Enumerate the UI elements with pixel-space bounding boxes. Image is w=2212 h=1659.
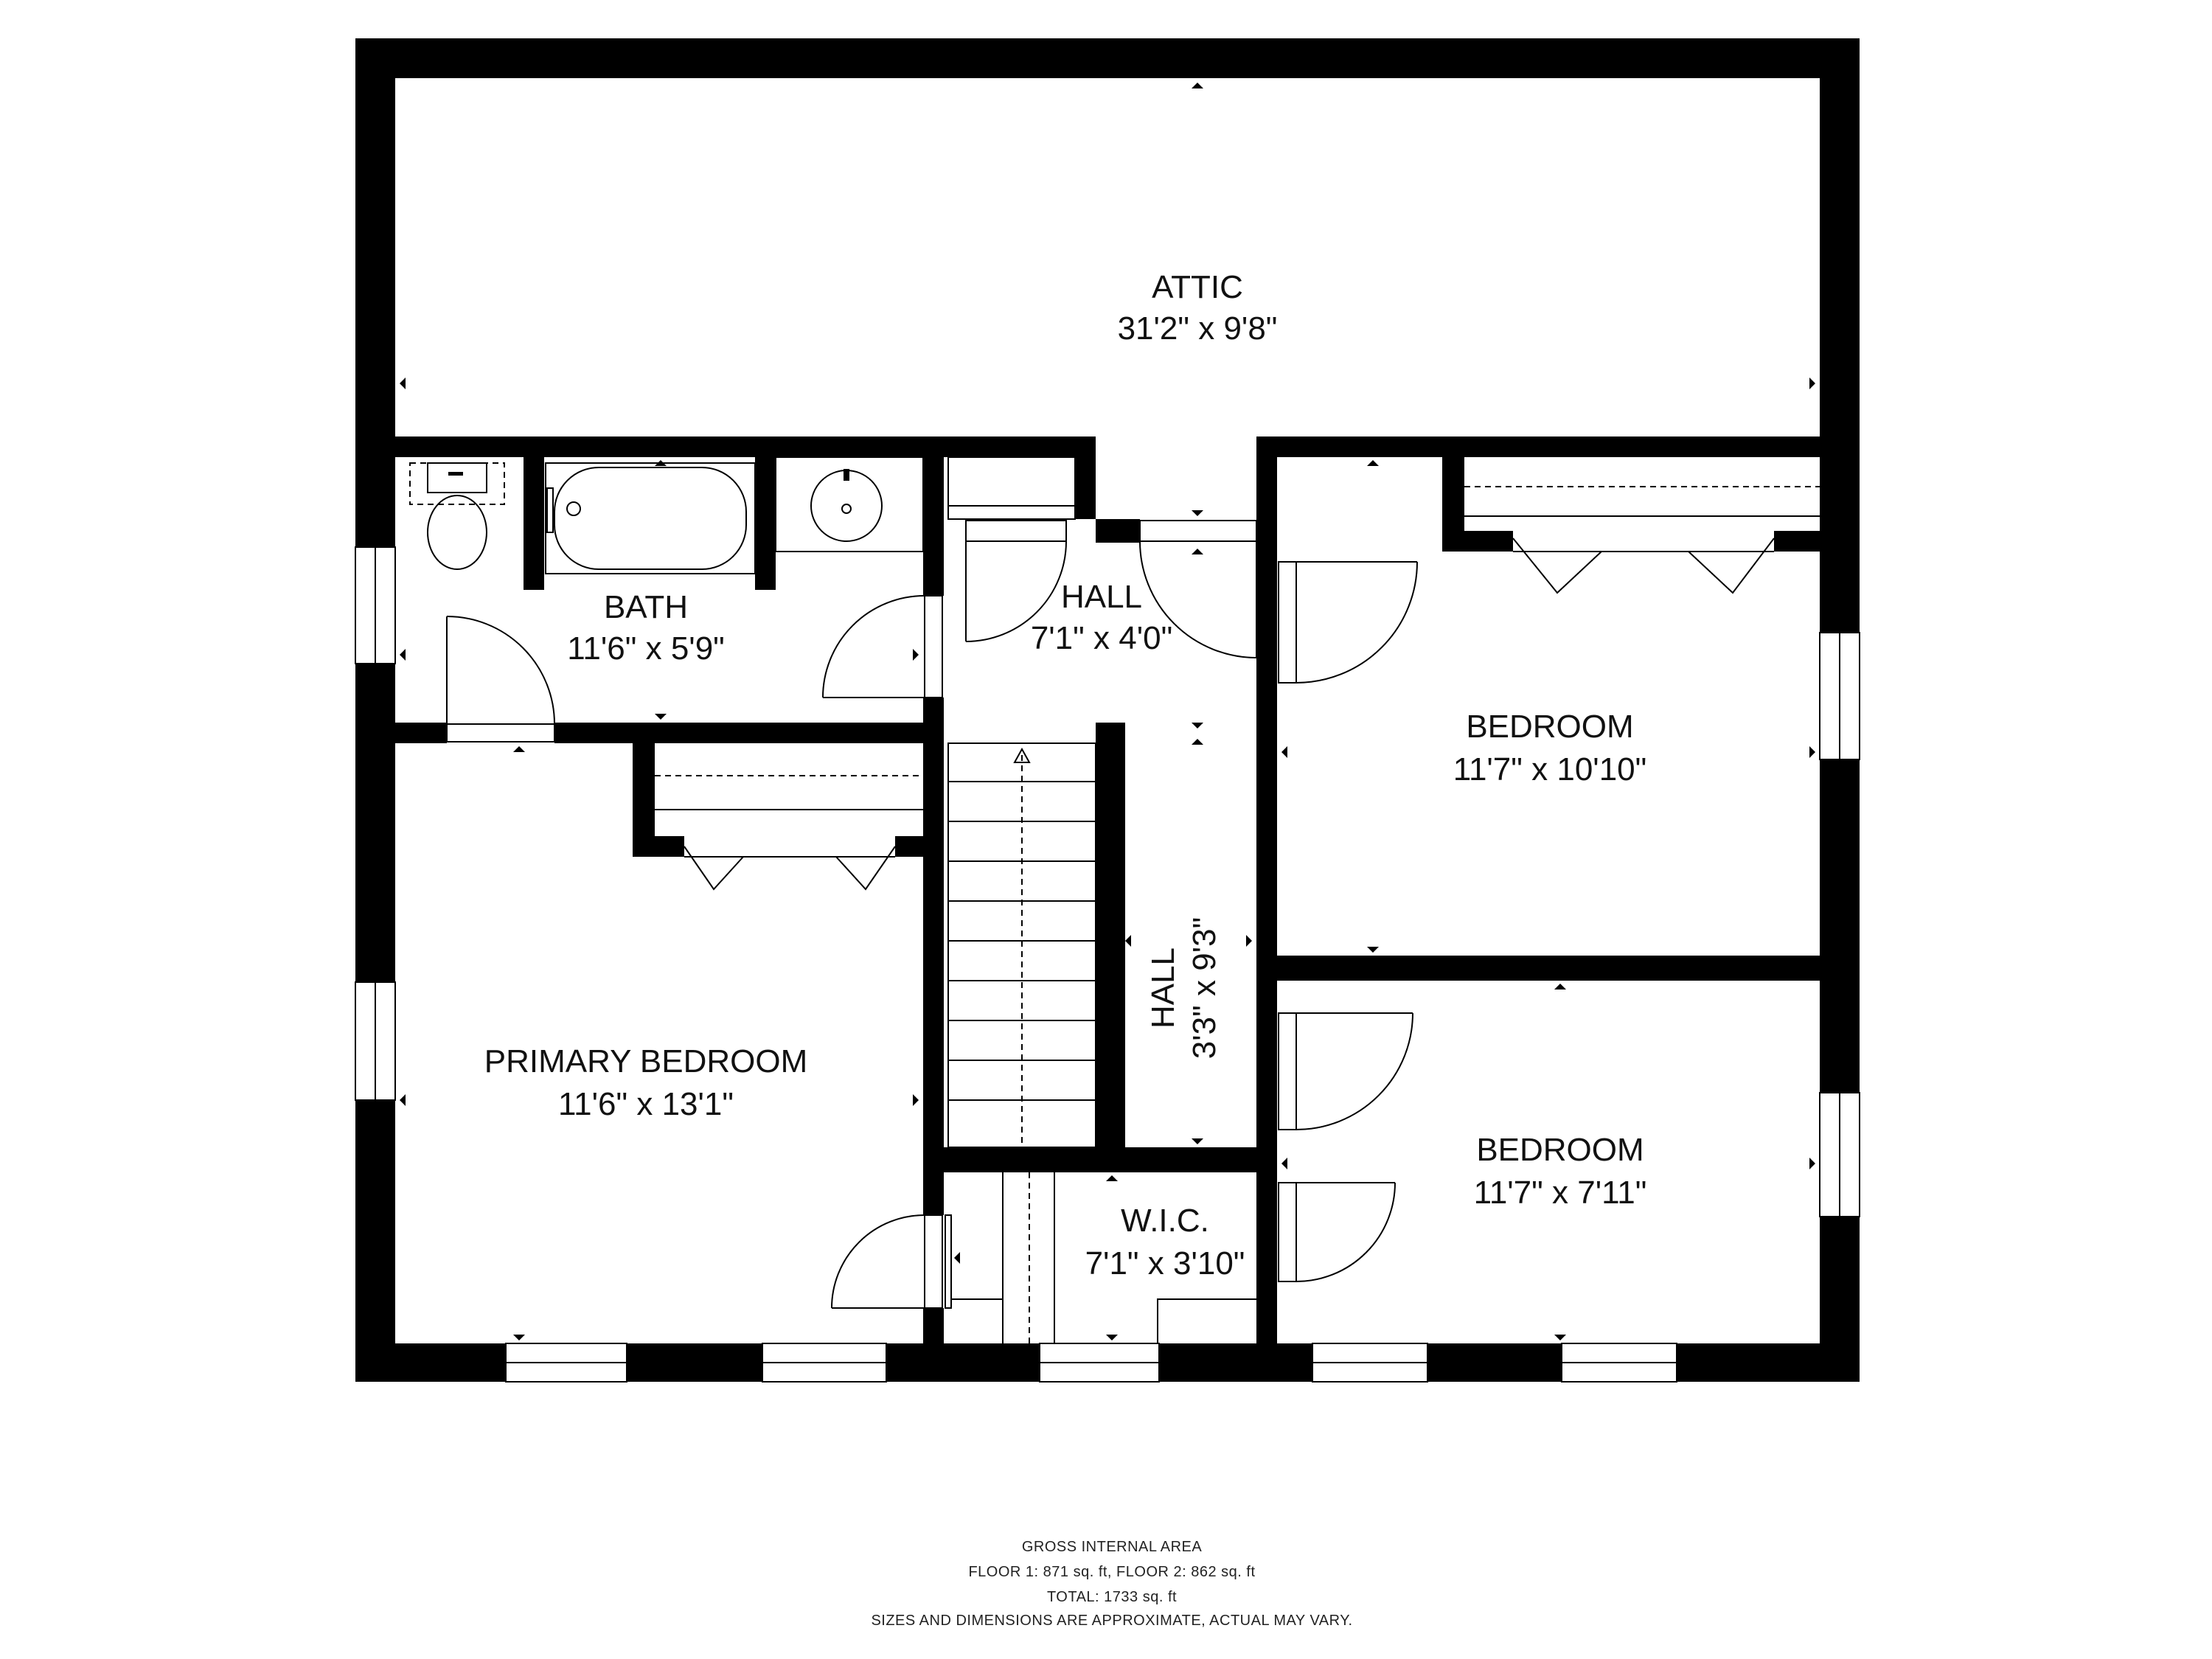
bath-fixtures (409, 456, 924, 574)
bedroom-2-name: BEDROOM (1476, 1132, 1644, 1168)
hall-upper-name: HALL (1061, 579, 1142, 615)
area-footer: GROSS INTERNAL AREA FLOOR 1: 871 sq. ft,… (871, 1539, 1352, 1629)
dimension-markers (400, 83, 1815, 1340)
bedroom-2-dims: 11'7" x 7'11" (1474, 1175, 1647, 1211)
windows (355, 546, 1860, 1382)
wic-name: W.I.C. (1121, 1203, 1209, 1239)
bath-dims: 11'6" x 5'9" (567, 630, 725, 667)
doors (446, 519, 1418, 1309)
closets (655, 456, 1820, 1343)
bath-name: BATH (604, 589, 688, 625)
bedroom-1-name: BEDROOM (1466, 709, 1633, 745)
footer-floor-areas: FLOOR 1: 871 sq. ft, FLOOR 2: 862 sq. ft (968, 1564, 1255, 1580)
staircase (947, 742, 1096, 1148)
footer-total: TOTAL: 1733 sq. ft (1047, 1589, 1177, 1605)
room-labels: ATTIC 31'2" x 9'8" BATH 11'6" x 5'9" HAL… (484, 269, 1647, 1281)
footer-disclaimer: SIZES AND DIMENSIONS ARE APPROXIMATE, AC… (871, 1613, 1352, 1629)
attic-name: ATTIC (1152, 269, 1243, 305)
hall-vertical-name: HALL (1145, 947, 1181, 1029)
interior-walls (395, 437, 1820, 1343)
hall-vertical-dims: 3'3" x 9'3" (1186, 917, 1222, 1059)
bedroom-1-dims: 11'7" x 10'10" (1453, 751, 1647, 787)
wic-dims: 7'1" x 3'10" (1085, 1245, 1245, 1281)
primary-bedroom-name: PRIMARY BEDROOM (484, 1043, 807, 1079)
primary-bedroom-dims: 11'6" x 13'1" (558, 1086, 734, 1122)
footer-gross-area: GROSS INTERNAL AREA (1022, 1539, 1203, 1555)
hall-upper-dims: 7'1" x 4'0" (1031, 620, 1172, 656)
attic-dims: 31'2" x 9'8" (1118, 310, 1278, 347)
